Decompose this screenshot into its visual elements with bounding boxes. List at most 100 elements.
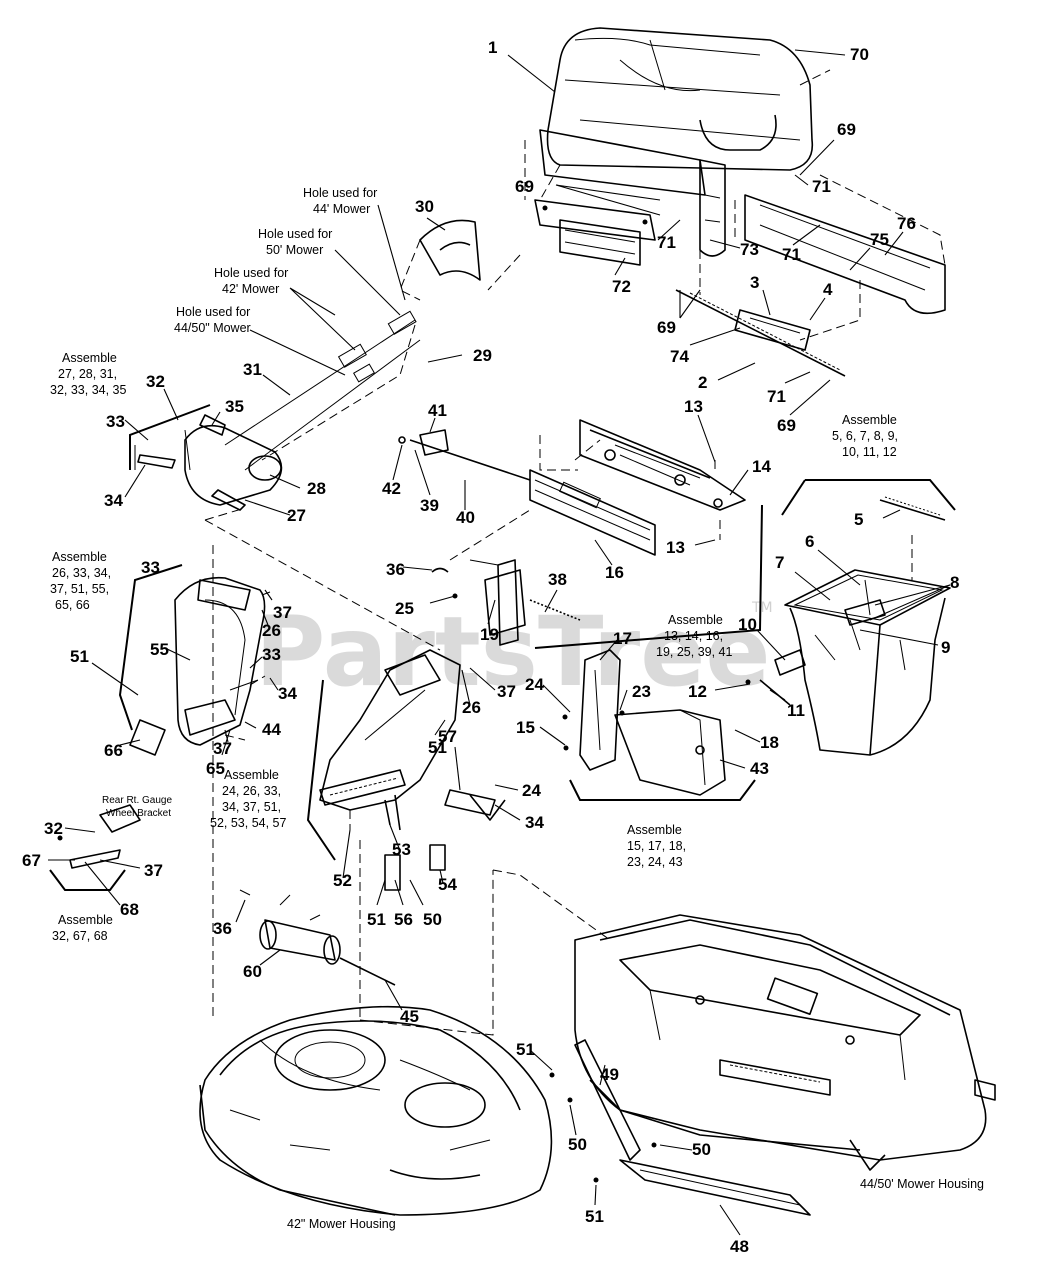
note-hole-4450: Hole used for <box>176 305 250 319</box>
part-label-14: 14 <box>752 457 771 476</box>
part-label-43: 43 <box>750 759 769 778</box>
rod-39-40 <box>398 429 531 481</box>
note-assemble-g: Assemble <box>58 913 113 927</box>
part-label-50: 50 <box>568 1135 587 1154</box>
links-53-54 <box>384 789 506 891</box>
watermark-tm: TM <box>751 600 773 616</box>
plate-43 <box>614 709 726 796</box>
part-label-67: 67 <box>22 851 41 870</box>
part-label-45: 45 <box>400 1007 419 1026</box>
note-assemble-d: Assemble <box>668 613 723 627</box>
part-label-51: 51 <box>428 738 447 757</box>
part-label-36: 36 <box>213 919 232 938</box>
part-label-37: 37 <box>213 739 232 758</box>
part-label-5: 5 <box>854 510 863 529</box>
note-hole-50: 50' Mower <box>266 243 323 257</box>
part-label-39: 39 <box>420 496 439 515</box>
part-label-57: 57 <box>438 727 457 746</box>
frame-17 <box>579 649 621 771</box>
deflector-55 <box>174 576 266 746</box>
bag-frame-75 <box>744 194 946 315</box>
part-label-16: 16 <box>605 563 624 582</box>
bracket-14 <box>579 419 746 511</box>
mower-housing-4450 <box>574 914 996 1171</box>
part-label-53: 53 <box>392 840 411 859</box>
bracket-asm-e <box>306 679 336 861</box>
part-label-34: 34 <box>278 684 297 703</box>
part-label-15: 15 <box>516 718 535 737</box>
part-label-9: 9 <box>941 638 950 657</box>
part-label-6: 6 <box>805 532 814 551</box>
note-assemble-c: 65, 66 <box>55 598 90 612</box>
part-label-30: 30 <box>415 197 434 216</box>
note-hole-44: 44' Mower <box>313 202 370 216</box>
part-label-31: 31 <box>243 360 262 379</box>
part-label-33: 33 <box>106 412 125 431</box>
part-label-3: 3 <box>750 273 759 292</box>
part-label-51: 51 <box>367 910 386 929</box>
note-assemble-f: Assemble <box>627 823 682 837</box>
part-label-12: 12 <box>688 682 707 701</box>
part-label-17: 17 <box>613 629 632 648</box>
note-assemble-b: Assemble <box>842 413 897 427</box>
part-label-71: 71 <box>812 177 831 196</box>
part-label-65: 65 <box>206 759 225 778</box>
note-assemble-c: 26, 33, 34, <box>52 566 111 580</box>
bracket-asm-c <box>118 564 183 731</box>
part-label-10: 10 <box>738 615 757 634</box>
part-label-40: 40 <box>456 508 475 527</box>
note-assemble-a: Assemble <box>62 351 117 365</box>
part-label-37: 37 <box>273 603 292 622</box>
note-hole-4450: 44/50" Mower <box>174 321 251 335</box>
part-label-69: 69 <box>515 177 534 196</box>
part-label-60: 60 <box>243 962 262 981</box>
roller-60 <box>239 889 396 986</box>
part-label-28: 28 <box>307 479 326 498</box>
mower-housing-42 <box>199 1005 553 1216</box>
note-assemble-e: Assemble <box>224 768 279 782</box>
part-label-19: 19 <box>480 625 499 644</box>
part-number-labels: 1 70 69 69 71 71 71 73 72 69 75 76 3 4 7… <box>22 38 959 1256</box>
part-label-36: 36 <box>386 560 405 579</box>
part-label-33: 33 <box>262 645 281 664</box>
part-label-32: 32 <box>146 372 165 391</box>
part-label-50: 50 <box>423 910 442 929</box>
note-assemble-b: 5, 6, 7, 8, 9, <box>832 429 898 443</box>
rod-74 <box>675 289 846 377</box>
clip-8-9 <box>844 579 886 651</box>
part-label-11: 11 <box>787 701 805 720</box>
part-label-55: 55 <box>150 640 169 659</box>
note-gauge-wheel-bracket: Rear Rt. Gauge <box>102 795 172 806</box>
part-label-54: 54 <box>438 875 457 894</box>
part-label-51: 51 <box>70 647 89 666</box>
tube-27-28 <box>184 414 283 511</box>
caption-4450-mower-housing: 44/50' Mower Housing <box>860 1177 984 1191</box>
latch-3-4 <box>734 309 811 351</box>
part-label-2: 2 <box>698 373 707 392</box>
note-hole-44: Hole used for <box>303 186 377 200</box>
part-label-71: 71 <box>767 387 786 406</box>
bracket-asm-a <box>129 404 211 470</box>
note-hole-42: 42' Mower <box>222 282 279 296</box>
part-label-33: 33 <box>141 558 160 577</box>
note-gauge-wheel-bracket: Wheel Bracket <box>106 808 171 819</box>
bracket-asm-f <box>569 779 756 801</box>
part-label-37: 37 <box>144 861 163 880</box>
part-label-34: 34 <box>525 813 544 832</box>
part-label-24: 24 <box>522 781 541 800</box>
part-label-27: 27 <box>287 506 306 525</box>
part-label-69: 69 <box>777 416 796 435</box>
part-label-71: 71 <box>657 233 676 252</box>
note-assemble-e: 24, 26, 33, <box>222 784 281 798</box>
part-label-72: 72 <box>612 277 631 296</box>
note-assemble-f: 23, 24, 43 <box>627 855 683 869</box>
note-assemble-c: Assemble <box>52 550 107 564</box>
part-label-26: 26 <box>262 621 281 640</box>
part-label-29: 29 <box>473 346 492 365</box>
part-label-49: 49 <box>600 1065 619 1084</box>
part-label-74: 74 <box>670 347 689 366</box>
part-label-71: 71 <box>782 245 801 264</box>
note-assemble-d: 13, 14, 16, <box>664 629 723 643</box>
gauge-wheel-bracket <box>57 804 141 869</box>
note-hole-50: Hole used for <box>258 227 332 241</box>
